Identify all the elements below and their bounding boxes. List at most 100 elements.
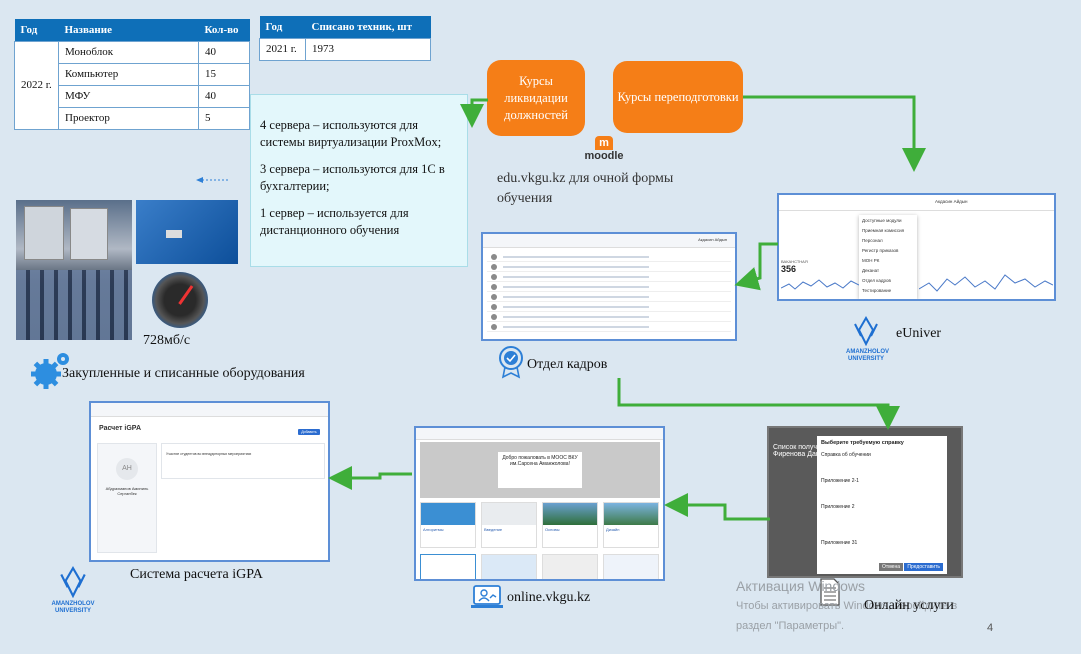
hr-badge-icon xyxy=(499,346,523,379)
person-name: Фиренова Дана Ренатовна xyxy=(773,451,860,458)
online-screenshot[interactable]: Добро пожаловать в МООС ВКУ им.Сарсена А… xyxy=(414,426,665,581)
euniver-label: eUniver xyxy=(896,326,942,341)
task-text: Участие студентов во внеаудиторных мероп… xyxy=(166,452,252,456)
network-cabling-photo xyxy=(136,200,238,264)
menu-item[interactable]: Персонал xyxy=(862,238,883,243)
sparkline xyxy=(919,274,1053,292)
menu-item[interactable]: Тестирование xyxy=(862,288,892,293)
table-cell: Моноблок xyxy=(58,40,199,64)
menu-item[interactable]: Приемная комиссия xyxy=(862,228,905,233)
menu-item[interactable]: Деканат xyxy=(862,268,880,273)
moodle-logo-text: moodle xyxy=(584,150,624,162)
modal-item[interactable]: Справка об обучении xyxy=(821,452,871,458)
euniver-screenshot[interactable]: Акдасин Айдын Доступные модули Приемная … xyxy=(777,193,1056,301)
server-rack-photo xyxy=(16,200,132,340)
moodle-caption: edu.vkgu.kz для очной формы обучения xyxy=(497,171,674,206)
certificate-modal[interactable]: Выберите требуемую справку Справка об об… xyxy=(817,436,947,574)
course-tile[interactable]: Дизайн xyxy=(603,502,659,548)
dashed-arrow xyxy=(196,177,228,183)
modal-item[interactable]: Приложение 2 xyxy=(821,504,855,510)
retraining-courses-box: Курсы переподготовки xyxy=(613,61,743,133)
task-panel: Участие студентов во внеаудиторных мероп… xyxy=(161,443,325,479)
services-screenshot[interactable]: Список полученных справок Фиренова Дана … xyxy=(767,426,963,578)
page-title: Расчет iGPA xyxy=(99,425,142,432)
watermark-title: Активация Windows xyxy=(736,578,866,594)
windows-activation-watermark: Активация Windows Чтобы активировать Win… xyxy=(736,577,957,635)
modules-menu[interactable]: Доступные модули Приемная комиссия Персо… xyxy=(859,215,917,299)
cancel-button[interactable]: Отмена xyxy=(879,563,903,571)
box-label: Курсы переподготовки xyxy=(617,89,739,104)
course-tile[interactable]: Алгоритмы xyxy=(420,502,476,548)
user-name: Акдасин Айдын xyxy=(935,199,968,204)
col-writeoff: Списано техник, шт xyxy=(305,16,431,38)
tile-label: Введение xyxy=(484,527,503,532)
course-tile[interactable]: Введение xyxy=(481,502,537,548)
menu-item[interactable]: Отдел кадров xyxy=(862,278,891,283)
person-name: Абдрахманов Аминиль Серганбек xyxy=(105,486,149,496)
online-label: online.vkgu.kz xyxy=(507,590,591,605)
server-line: 3 сервера – используются для 1С в бухгал… xyxy=(260,162,445,193)
col-name: Название xyxy=(58,19,199,41)
table-cell: 5 xyxy=(198,106,250,130)
avatar: АН xyxy=(116,458,138,480)
moodle-icon: m xyxy=(595,136,613,150)
igpa-screenshot[interactable]: Расчет iGPA Добавить АН Абдрахманов Амин… xyxy=(89,401,330,562)
logo-line: UNIVERSITY xyxy=(54,608,91,614)
watermark-line: Чтобы активировать Windows, перейдите в xyxy=(736,600,958,612)
page-number: 4 xyxy=(987,622,994,634)
university-logo: AMANZHOLOV UNIVERSITY xyxy=(846,316,889,363)
igpa-label: Система расчета iGPA xyxy=(130,567,263,582)
university-logo: AMANZHOLOV UNIVERSITY xyxy=(50,566,96,615)
moodle-logo: m moodle xyxy=(584,136,624,162)
modal-item[interactable]: Приложение 31 xyxy=(821,540,858,546)
user-name: Акдасин Айдын xyxy=(698,237,727,242)
table-cell: 15 xyxy=(198,62,250,86)
menu-item[interactable]: МОН РК xyxy=(862,258,880,263)
logo-line: AMANZHOLOV xyxy=(846,349,889,355)
col-qty: Кол-во xyxy=(198,19,250,41)
hr-label: Отдел кадров xyxy=(527,357,608,372)
watermark-line: раздел "Параметры". xyxy=(736,620,845,632)
writeoff-table: Год Списано техник, шт 2021 г. 1973 xyxy=(259,16,431,61)
profile-card: АН Абдрахманов Аминиль Серганбек xyxy=(97,443,157,553)
course-tile[interactable] xyxy=(481,554,537,579)
col-year: Год xyxy=(14,19,59,41)
modal-title: Выберите требуемую справку xyxy=(821,440,904,446)
stat-value: 356 xyxy=(781,264,797,274)
table-cell: 40 xyxy=(198,40,250,64)
add-button-label: Добавить xyxy=(301,430,317,434)
server-line: 4 сервера – используются для системы вир… xyxy=(260,118,442,149)
server-line: 1 сервер – используется для дистанционно… xyxy=(260,206,409,237)
tile-label: Дизайн xyxy=(606,527,620,532)
table-cell: МФУ xyxy=(58,84,199,108)
course-tile[interactable] xyxy=(420,554,476,579)
table-cell: 2021 г. xyxy=(259,37,306,61)
course-tile[interactable] xyxy=(603,554,659,579)
logo-line: AMANZHOLOV xyxy=(51,601,95,607)
course-tile[interactable]: Основы xyxy=(542,502,598,548)
equipment-label: Закупленные и списанные оборудования xyxy=(62,366,305,381)
laptop-user-icon xyxy=(471,585,503,608)
modal-item[interactable]: Приложение 2-1 xyxy=(821,478,859,484)
table-cell: 40 xyxy=(198,84,250,108)
speedometer-photo xyxy=(152,272,208,328)
col-year: Год xyxy=(259,16,306,38)
logo-line: UNIVERSITY xyxy=(847,356,884,362)
add-button[interactable]: Добавить xyxy=(298,429,320,435)
hr-screenshot[interactable]: Акдасин Айдын xyxy=(481,232,737,341)
welcome-banner: Добро пожаловать в МООС ВКУ им.Сарсена А… xyxy=(420,442,660,498)
stat-panel: ВАКАНСТНАЯ 356 xyxy=(780,259,860,299)
welcome-text: Добро пожаловать в МООС ВКУ им.Сарсена А… xyxy=(498,452,582,488)
course-tile[interactable] xyxy=(542,554,598,579)
table-cell: 1973 xyxy=(305,37,431,61)
tile-label: Алгоритмы xyxy=(423,527,444,532)
university-emblem-icon xyxy=(60,566,86,599)
table-cell: Компьютер xyxy=(58,62,199,86)
tile-label: Основы xyxy=(545,527,560,532)
menu-item[interactable]: Регистр приказов xyxy=(862,248,899,253)
university-emblem-icon xyxy=(854,316,878,347)
menu-item[interactable]: Доступные модули xyxy=(862,218,902,223)
confirm-button[interactable]: Предоставить xyxy=(904,563,943,571)
box-label: Курсы ликвидации должностей xyxy=(504,73,568,122)
